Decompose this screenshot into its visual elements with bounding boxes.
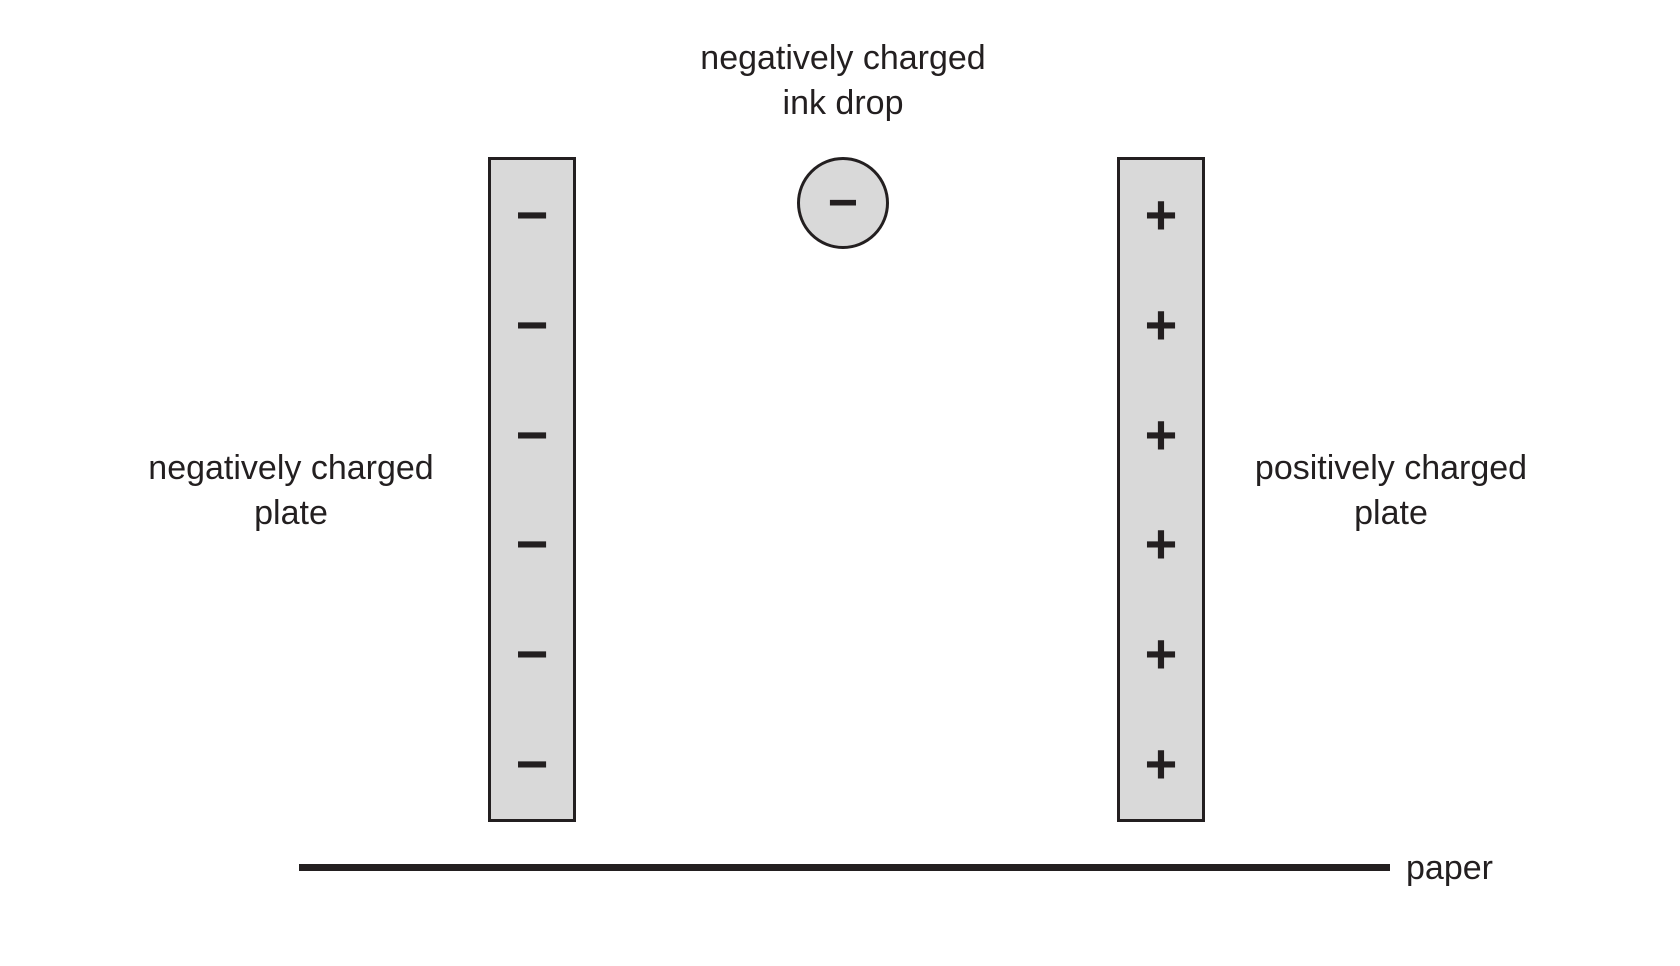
plus-icon: + [1144,732,1178,796]
ink-drop-label-line1: negatively charged [700,39,986,77]
plus-icon: + [1144,292,1178,356]
minus-icon: − [515,512,549,576]
plus-icon: + [1144,512,1178,576]
minus-icon: − [515,622,549,686]
ink-drop-label: negatively charged ink drop [593,36,1093,126]
minus-icon: − [827,174,859,232]
positive-plate: + + + + + + [1117,157,1205,822]
plus-icon: + [1144,402,1178,466]
plus-icon: + [1144,622,1178,686]
minus-icon: − [515,732,549,796]
paper-label: paper [1406,849,1493,887]
negative-plate-label: negatively charged plate [71,446,511,536]
minus-icon: − [515,402,549,466]
ink-drop: − [797,157,889,249]
minus-icon: − [515,292,549,356]
positive-plate-label: positively charged plate [1171,446,1611,536]
negative-plate-label-line1: negatively charged [148,449,434,487]
negative-plate-label-line2: plate [254,494,328,532]
minus-icon: − [515,182,549,246]
negative-plate: − − − − − − [488,157,576,822]
ink-drop-label-line2: ink drop [782,84,904,122]
plus-icon: + [1144,182,1178,246]
positive-plate-label-line1: positively charged [1254,449,1528,487]
paper-line [299,864,1390,871]
positive-plate-label-line2: plate [1354,494,1428,532]
